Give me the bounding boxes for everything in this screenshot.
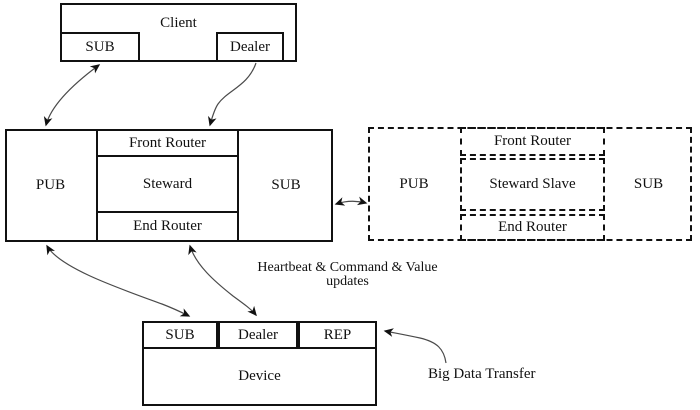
steward-core-label: Steward — [142, 175, 193, 192]
device-dealer-socket: Dealer — [218, 321, 298, 349]
arrow-stewardpub-devicesub — [46, 244, 191, 317]
slave-front-router-cell: Front Router — [460, 127, 605, 156]
steward-front-router-label: Front Router — [128, 134, 207, 151]
heartbeat-annotation-line2: updates — [326, 274, 369, 289]
device-sub-socket: SUB — [142, 321, 218, 349]
arrow-clientsub-stewardpub — [43, 64, 101, 127]
steward-slave-box: PUB Front Router Steward Slave End Route… — [368, 127, 692, 241]
client-sub-label: SUB — [85, 38, 115, 55]
steward-front-router-cell: Front Router — [96, 129, 239, 157]
steward-box: PUB Front Router Steward End Router SUB — [5, 129, 333, 242]
slave-sub-zone: SUB — [605, 127, 692, 241]
device-dealer-label: Dealer — [238, 326, 278, 343]
slave-pub-zone: PUB — [368, 127, 460, 241]
device-label: Device — [238, 368, 281, 384]
slave-core-cell: Steward Slave — [460, 158, 605, 211]
arrow-stewardsub-slavepub — [334, 196, 368, 206]
slave-sub-label: SUB — [633, 175, 664, 192]
big-data-transfer-annotation: Big Data Transfer — [428, 366, 536, 382]
client-label: Client — [160, 15, 197, 31]
heartbeat-annotation-line1: Heartbeat & Command & Value — [257, 260, 438, 275]
arrow-bigdata-to-rep — [383, 328, 447, 364]
device-sub-label: SUB — [165, 326, 195, 343]
client-dealer-label: Dealer — [230, 38, 270, 55]
slave-end-router-label: End Router — [498, 219, 567, 235]
device-rep-label: REP — [323, 326, 352, 343]
device-box: SUB Dealer REP Device — [142, 321, 377, 406]
steward-core-cell: Steward — [96, 155, 239, 213]
steward-end-router-label: End Router — [133, 218, 202, 234]
client-box: Client SUB Dealer — [60, 3, 297, 62]
slave-core-label: Steward Slave — [489, 176, 576, 192]
client-dealer-socket: Dealer — [216, 32, 284, 62]
arrow-dealer-to-frontrouter — [208, 62, 257, 127]
steward-sub-zone: SUB — [239, 129, 333, 242]
steward-sub-label: SUB — [271, 177, 301, 193]
device-rep-socket: REP — [298, 321, 377, 349]
steward-pub-label: PUB — [35, 177, 66, 193]
slave-front-router-label: Front Router — [493, 133, 572, 149]
steward-end-router-cell: End Router — [96, 211, 239, 242]
slave-end-router-cell: End Router — [460, 214, 605, 241]
client-label-zone: Client — [62, 5, 295, 42]
heartbeat-annotation: Heartbeat & Command & Value updates — [235, 261, 460, 289]
steward-pub-zone: PUB — [5, 129, 96, 242]
device-label-zone: Device — [144, 349, 375, 404]
client-sub-socket: SUB — [60, 32, 140, 62]
slave-pub-label: PUB — [399, 175, 429, 192]
